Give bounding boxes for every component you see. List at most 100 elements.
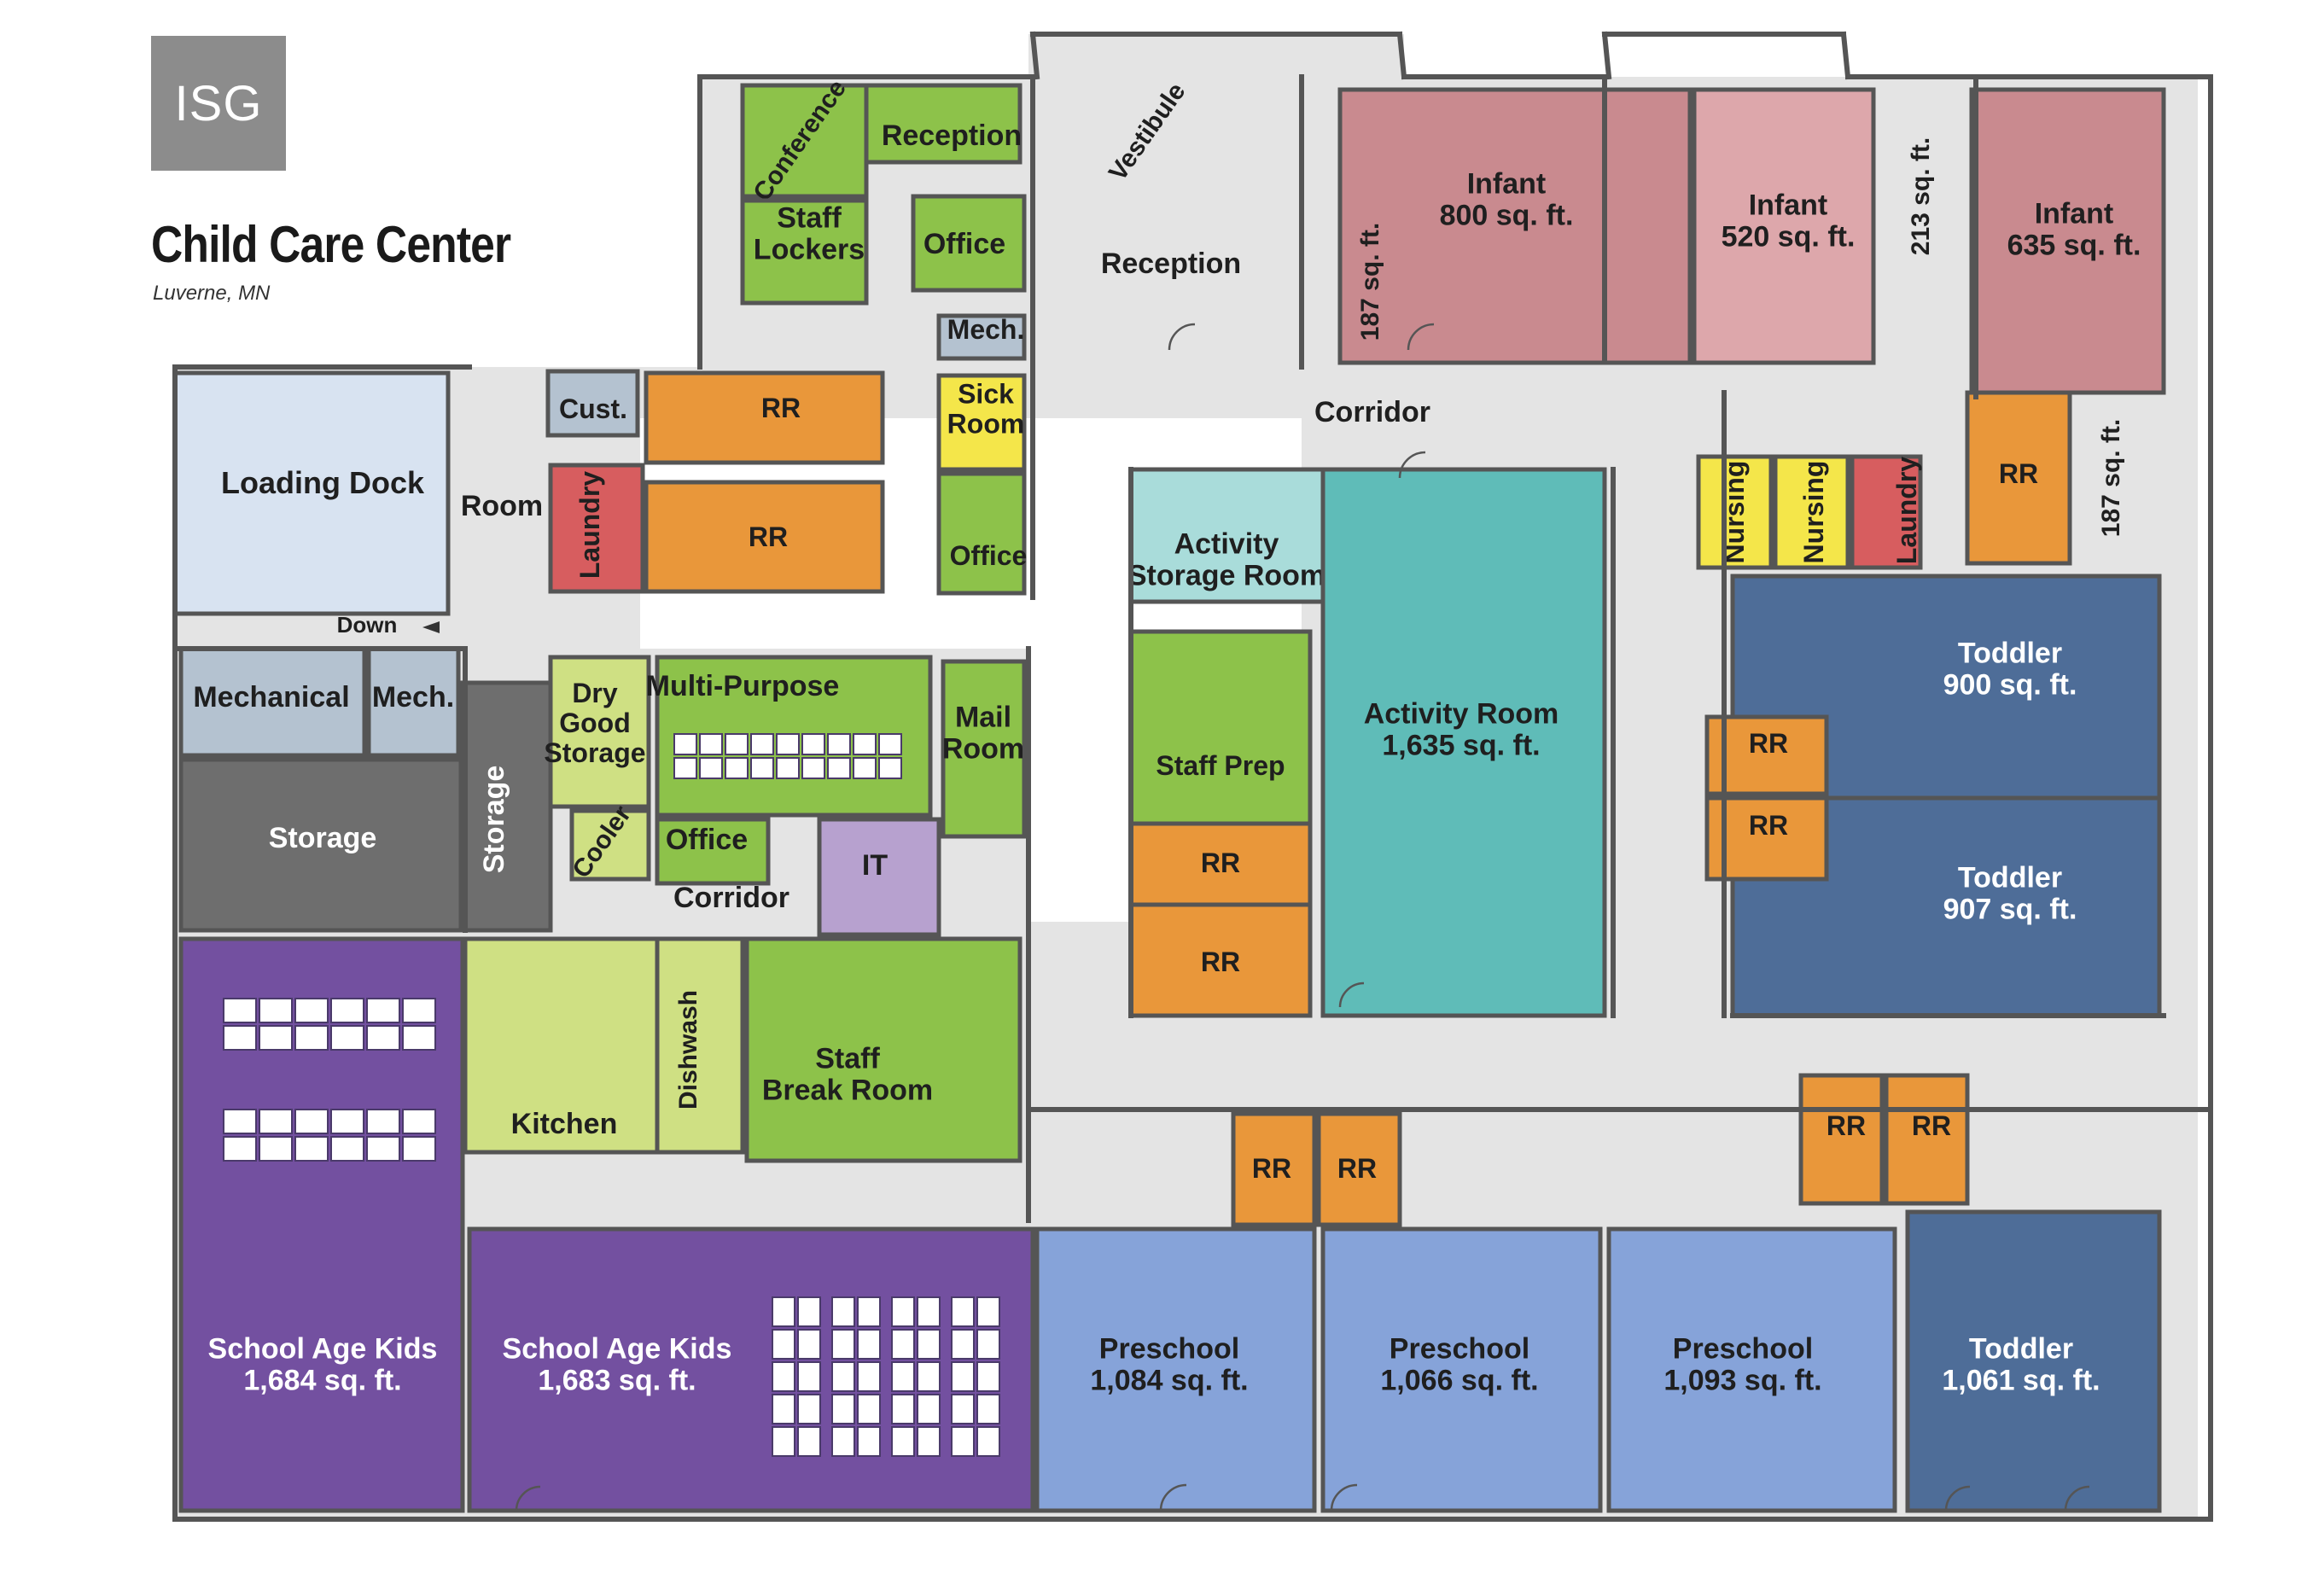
room-fill-laundry-1: [548, 463, 645, 594]
room-fill-rr-lower-admin: [644, 480, 885, 594]
room-label-rr-toddler-top: RR: [1749, 728, 1788, 759]
room-office-kitchen: Office: [655, 817, 771, 886]
wall-6: [1601, 31, 1612, 80]
wall-4: [1396, 31, 1407, 80]
room-fill-toddler-1061: [1905, 1209, 2162, 1513]
room-infant-187-left: 187 sq. ft.: [1356, 223, 1384, 341]
room-fill-reception-admin: [864, 83, 1022, 165]
room-label-multi-purpose: Multi-Purpose: [646, 670, 840, 702]
room-fill-preschool-1066: [1320, 1226, 1603, 1513]
room-cust: Cust.: [545, 369, 640, 438]
room-label-storage-vertical: Storage: [478, 766, 510, 874]
room-fill-rr-toddler-bottom: [1704, 795, 1829, 882]
table-row-4: [951, 1296, 1000, 1457]
room-fill-loading-dock: [172, 370, 451, 616]
room-label-rr-upper-admin: RR: [761, 393, 801, 423]
room-fill-rr-infant: [1965, 390, 2072, 566]
room-mech-small: Mech.: [936, 313, 1027, 361]
door-swing-2: [1159, 1483, 1187, 1512]
room-label-rr-lower-admin: RR: [749, 521, 788, 552]
room-label-rr-preschool-2: RR: [1337, 1153, 1377, 1184]
room-label-kitchen: Kitchen: [511, 1108, 618, 1140]
room-label-office-small: Office: [950, 540, 1028, 571]
room-rr-lower-admin: RR: [644, 480, 885, 594]
door-swing-1: [1407, 323, 1435, 351]
room-fill-rr-center-top: [1128, 821, 1313, 907]
room-infant-187-right: 187 sq. ft.: [2097, 419, 2125, 537]
room-staff-prep: Staff Prep: [1128, 629, 1313, 826]
room-cooler: Cooler: [567, 801, 651, 883]
room-fill-cooler: [569, 808, 651, 882]
room-fill-school-age-1: [178, 936, 465, 1513]
room-fill-office-admin: [911, 194, 1027, 293]
room-label-rr-preschool-1: RR: [1252, 1153, 1291, 1184]
room-fill-staff-prep: [1128, 629, 1313, 826]
room-label-reception-admin: Reception: [882, 119, 1022, 152]
room-rr-center-bottom: RR: [1128, 902, 1313, 1018]
room-corridor-small: Corridor: [673, 882, 789, 914]
down-arrow-icon: [422, 621, 440, 633]
door-swing-6: [515, 1485, 541, 1512]
room-fill-infant-520: [1692, 87, 1876, 365]
room-fill-staff-break-room: [744, 936, 1022, 1163]
room-fill-cust: [545, 369, 640, 438]
door-swing-5: [1338, 981, 1365, 1008]
table-row-3: [891, 1296, 941, 1457]
room-fill-preschool-1084: [1034, 1226, 1317, 1513]
room-fill-it: [817, 817, 941, 937]
room-fill-mech-small: [936, 313, 1027, 361]
room-rr-preschool-4: RR: [1884, 1073, 1970, 1206]
room-fill-nursing-1: [1696, 454, 1774, 570]
room-storage-vertical: Storage: [458, 680, 553, 933]
room-down: Down: [337, 612, 398, 638]
room-fill-dishwash: [655, 936, 745, 1155]
room-label-dishwash: Dishwash: [674, 990, 702, 1110]
room-fill-laundry-2: [1850, 454, 1923, 570]
room-label-rr-preschool-3: RR: [1827, 1110, 1866, 1141]
table-cluster-2: [223, 1109, 436, 1162]
room-fill-rr-center-bottom: [1128, 902, 1313, 1018]
room-laundry-1: Laundry: [548, 463, 645, 594]
room-rr-center-top: RR: [1128, 821, 1313, 907]
room-fill-mail-room: [941, 659, 1027, 839]
room-fill-dry-good-storage: [548, 655, 651, 809]
room-fill-office-small: [936, 471, 1027, 596]
room-rr-preschool-3: RR: [1798, 1073, 1885, 1206]
room-fill-sick-room: [936, 373, 1027, 472]
room-fill-staff-lockers: [740, 198, 869, 306]
room-label-staff-prep: Staff Prep: [1156, 750, 1285, 781]
room-nursing-1: Nursing: [1696, 454, 1774, 570]
room-fill-rr-toddler-top: [1704, 714, 1829, 796]
multi-purpose-table: [673, 733, 902, 779]
room-reception-admin: Reception: [864, 83, 1022, 165]
room-storage-main: Storage: [178, 757, 465, 933]
room-dishwash: Dishwash: [655, 936, 745, 1155]
room-label-mechanical: Mechanical: [193, 681, 349, 714]
room-label-corridor-main: Corridor: [1314, 396, 1430, 428]
wall-2: [1029, 31, 1040, 80]
door-swing-4: [1398, 451, 1426, 479]
room-label-rr-infant: RR: [1999, 458, 2038, 489]
room-fill-rr-preschool-3: [1798, 1073, 1885, 1206]
room-reception-main: Reception: [1101, 248, 1241, 280]
room-fill-rr-preschool-2: [1316, 1111, 1402, 1227]
room-fill-infant-800: [1337, 87, 1693, 365]
table-cluster-1: [223, 998, 436, 1051]
